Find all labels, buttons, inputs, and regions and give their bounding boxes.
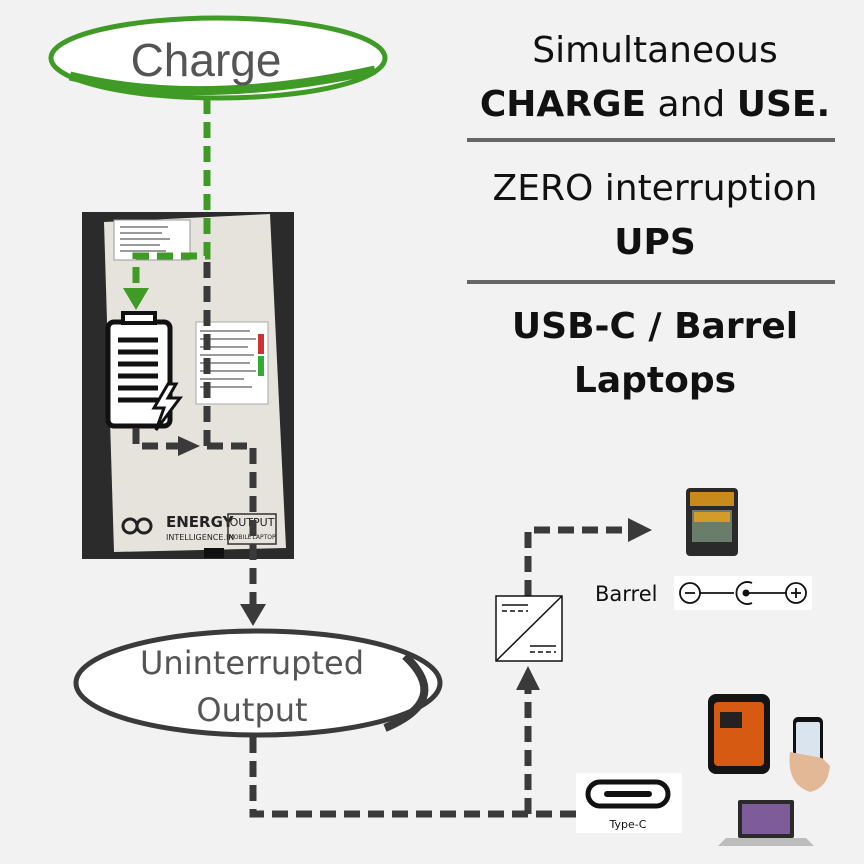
usb-c-connector-icon: Type-C <box>576 773 682 833</box>
phone-icon <box>789 717 830 792</box>
barrel-label: Barrel <box>595 582 657 606</box>
energy-logo: ENERGY INTELLIGENCE.IN <box>121 513 235 542</box>
output-oval: Uninterrupted Output <box>73 628 443 738</box>
typec-label: Type-C <box>609 818 647 831</box>
port-laptop: LAPTOP <box>252 534 276 541</box>
divider-1 <box>467 138 835 142</box>
charge-oval: Charge <box>48 15 388 101</box>
output-label-line1: Uninterrupted <box>140 644 364 682</box>
brand-name: ENERGY <box>166 513 235 531</box>
divider-2 <box>467 280 835 284</box>
headline2-line2: UPS <box>614 222 696 263</box>
headline3-line2: Laptops <box>573 360 737 401</box>
headline-ups: ZERO interruption UPS <box>470 162 840 270</box>
internal-path <box>132 262 266 626</box>
headline3-line1: USB-C / Barrel <box>511 306 799 347</box>
brand-site: INTELLIGENCE.IN <box>166 533 234 542</box>
headline-laptops: USB-C / Barrel Laptops <box>470 300 840 408</box>
headline2-line1: ZERO interruption <box>492 168 818 209</box>
headline1-line2: CHARGE and USE. <box>470 78 840 132</box>
headline-simultaneous: Simultaneous CHARGE and USE. <box>470 24 840 132</box>
barrel-connector-icon <box>674 576 812 610</box>
barrel-device-icon <box>686 488 738 556</box>
headline1-charge: CHARGE <box>479 84 647 125</box>
port-mobile: MOBILE <box>229 534 252 541</box>
output-label-line2: Output <box>196 691 307 729</box>
streaming-encoder-icon <box>708 694 770 774</box>
laptop-icon <box>718 800 814 846</box>
dc-converter-icon <box>495 595 563 662</box>
charge-label: Charge <box>131 34 282 86</box>
headline1-and: and <box>657 84 726 125</box>
charge-path <box>123 98 211 310</box>
power-bank-photo: ENERGY INTELLIGENCE.IN OUTPUT MOBILE LAP… <box>82 212 294 559</box>
headline1-use: USE. <box>736 84 831 125</box>
battery-icon <box>105 311 183 431</box>
headline1-line1: Simultaneous <box>532 30 778 71</box>
